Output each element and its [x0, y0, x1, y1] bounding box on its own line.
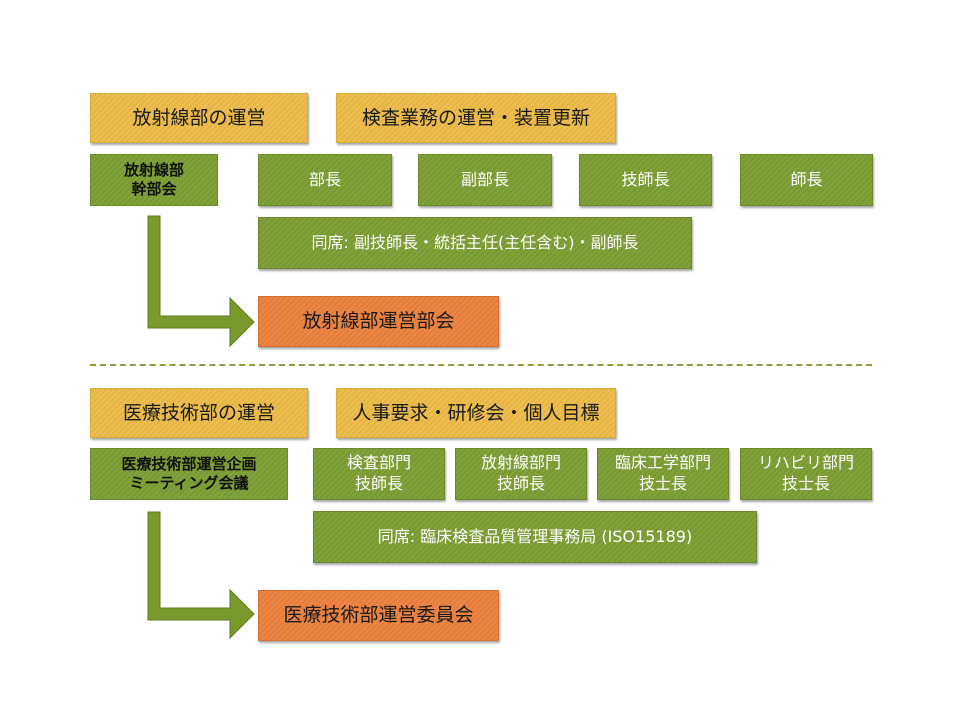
- section-divider: [90, 364, 872, 366]
- member-dept: 臨床工学部門: [614, 453, 711, 473]
- arrow-icon: [147, 511, 255, 640]
- member-box: 師長: [740, 154, 873, 206]
- result-label: 放射線部運営部会: [302, 310, 455, 333]
- member-role: 技師長: [496, 474, 545, 493]
- section2-scope: 人事要求・研修会・個人目標: [336, 388, 616, 438]
- meeting-line: 幹部会: [131, 180, 177, 198]
- section2-title: 医療技術部の運営: [90, 388, 308, 438]
- section2-result: 医療技術部運営委員会: [258, 590, 499, 641]
- section2-meeting: 医療技術部運営企画 ミーティング会議: [90, 448, 288, 500]
- member-role: 技士長: [781, 474, 830, 493]
- member-box: 検査部門技師長: [313, 448, 445, 500]
- meeting-line: 放射線部: [123, 160, 184, 179]
- member-box: 放射線部門技師長: [455, 448, 587, 500]
- section2-title-text: 医療技術部の運営: [122, 401, 275, 424]
- member-dept: 検査部門: [346, 453, 411, 473]
- attendees-box: 同席: 副技師長・統括主任(主任含む)・副師長: [258, 217, 692, 269]
- member-label: 技師長: [621, 169, 670, 189]
- member-box: 臨床工学部門技士長: [597, 448, 729, 500]
- member-label: 師長: [790, 169, 823, 189]
- arrow-icon: [147, 215, 255, 348]
- attendees-box: 同席: 臨床検査品質管理事務局 (ISO15189): [313, 511, 757, 563]
- member-role: 技師長: [354, 474, 403, 493]
- attendees-label: 同席: 副技師長・統括主任(主任含む)・副師長: [311, 232, 639, 252]
- section2-scope-text: 人事要求・研修会・個人目標: [352, 401, 600, 424]
- meeting-line: 医療技術部運営企画: [121, 454, 257, 473]
- member-role: 技士長: [638, 474, 687, 493]
- section1-title: 放射線部の運営: [90, 93, 308, 143]
- member-dept: リハビリ部門: [757, 453, 854, 473]
- meeting-line: ミーティング会議: [129, 474, 249, 492]
- member-box: 部長: [258, 154, 392, 206]
- member-box: 副部長: [418, 154, 552, 206]
- member-box: リハビリ部門技士長: [740, 448, 872, 500]
- section1-scope-text: 検査業務の運営・装置更新: [361, 106, 590, 129]
- member-dept: 放射線部門: [480, 453, 561, 473]
- attendees-label: 同席: 臨床検査品質管理事務局 (ISO15189): [377, 526, 693, 546]
- section1-title-text: 放射線部の運営: [132, 106, 266, 129]
- section1-result: 放射線部運営部会: [258, 296, 499, 347]
- section1-meeting: 放射線部 幹部会: [90, 154, 218, 206]
- result-label: 医療技術部運営委員会: [283, 604, 474, 627]
- member-label: 副部長: [460, 169, 509, 189]
- section1-scope: 検査業務の運営・装置更新: [336, 93, 616, 143]
- member-label: 部長: [308, 169, 341, 189]
- member-box: 技師長: [579, 154, 712, 206]
